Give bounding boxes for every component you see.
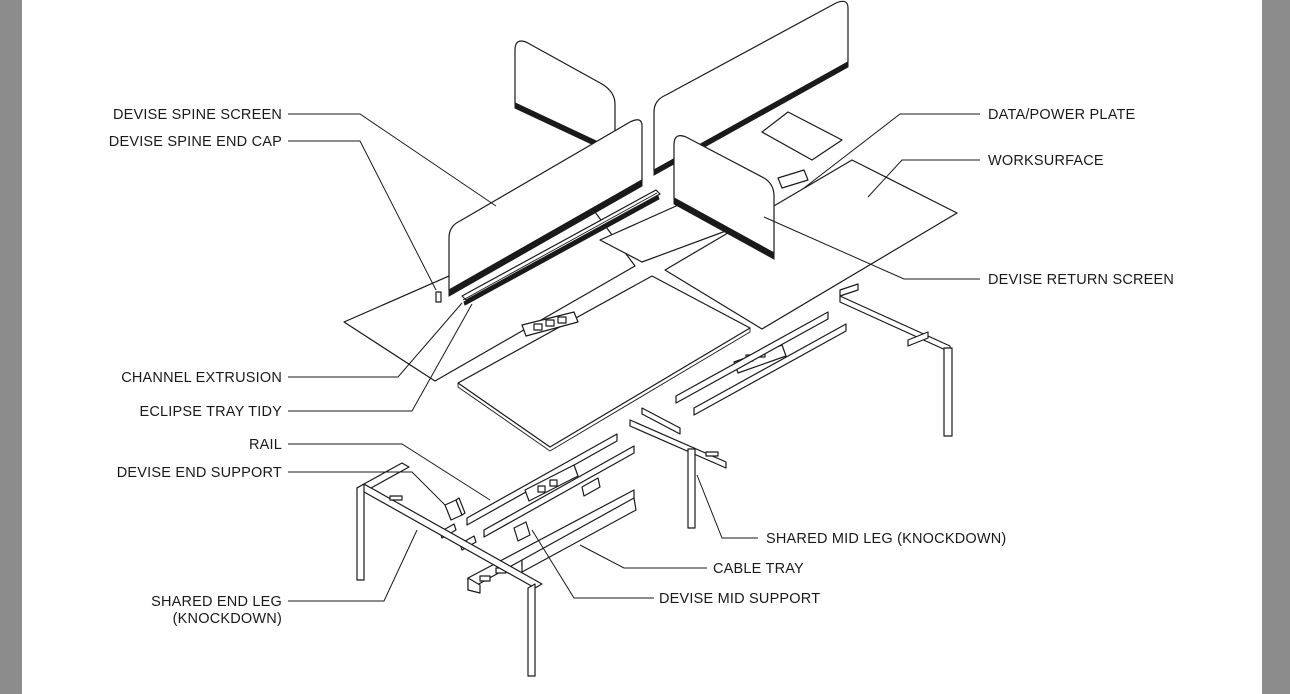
diagram-page: DEVISE SPINE SCREEN DEVISE SPINE END CAP… bbox=[22, 0, 1262, 694]
cable-tray bbox=[467, 489, 637, 594]
label-spine-end-cap: DEVISE SPINE END CAP bbox=[109, 134, 282, 150]
right-worksurface bbox=[664, 159, 958, 330]
label-channel-extrusion: CHANNEL EXTRUSION bbox=[121, 370, 282, 386]
label-cable-tray: CABLE TRAY bbox=[713, 561, 804, 577]
front-spine-screen bbox=[448, 119, 643, 297]
label-rail: RAIL bbox=[249, 437, 282, 453]
label-worksurface: WORKSURFACE bbox=[988, 153, 1104, 169]
right-end-leg bbox=[839, 283, 953, 437]
label-mid-support: DEVISE MID SUPPORT bbox=[659, 591, 820, 607]
devise-mid-support bbox=[513, 477, 601, 542]
shared-end-leg bbox=[356, 462, 543, 677]
rails bbox=[466, 311, 847, 538]
callout-labels: DEVISE SPINE SCREEN DEVISE SPINE END CAP… bbox=[109, 107, 1174, 627]
spine-end-cap bbox=[435, 291, 442, 303]
label-shared-end-leg-line2: (KNOCKDOWN) bbox=[173, 611, 282, 627]
back-right-worksurface bbox=[761, 111, 843, 161]
rail-plates bbox=[524, 464, 579, 502]
label-shared-end-leg-line1: SHARED END LEG bbox=[151, 594, 282, 610]
leader-lines bbox=[288, 113, 980, 602]
front-return-screen bbox=[673, 135, 775, 260]
label-return-screen: DEVISE RETURN SCREEN bbox=[988, 272, 1174, 288]
shared-mid-leg bbox=[629, 407, 727, 529]
label-eclipse-tray-tidy: ECLIPSE TRAY TIDY bbox=[139, 404, 282, 420]
label-spine-screen: DEVISE SPINE SCREEN bbox=[113, 107, 282, 123]
label-shared-mid-leg: SHARED MID LEG (KNOCKDOWN) bbox=[766, 531, 1006, 547]
label-end-support: DEVISE END SUPPORT bbox=[117, 465, 282, 481]
workstation-exploded-diagram: DEVISE SPINE SCREEN DEVISE SPINE END CAP… bbox=[109, 0, 1174, 677]
label-data-power-plate: DATA/POWER PLATE bbox=[988, 107, 1136, 123]
back-return-screen bbox=[514, 40, 616, 156]
channel-extrusion bbox=[461, 189, 661, 306]
